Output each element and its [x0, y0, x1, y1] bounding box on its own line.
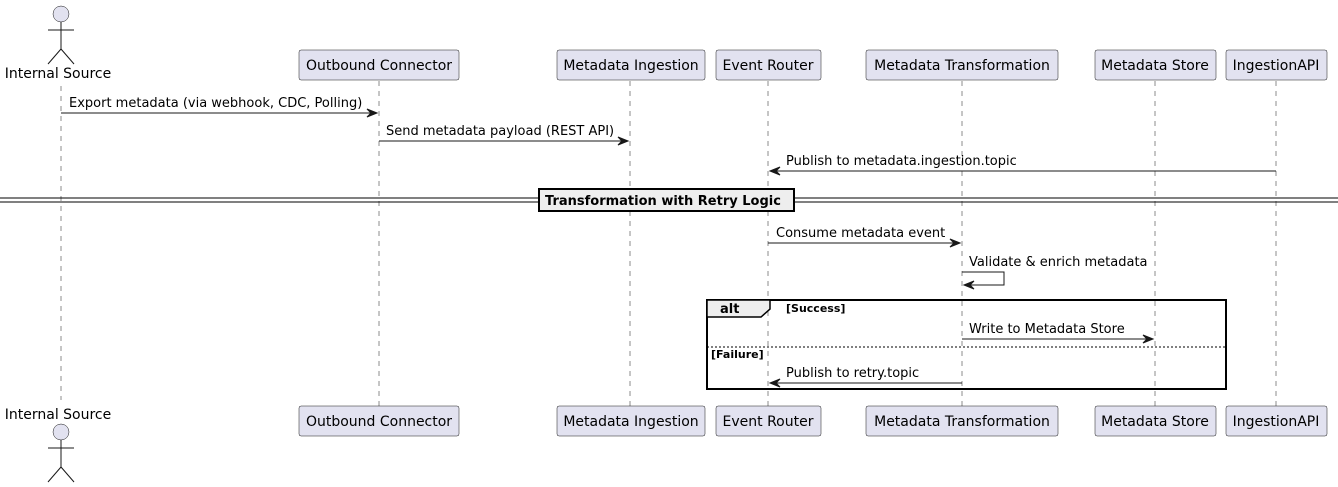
message-publish-retry: Publish to retry.topic [768, 366, 962, 388]
message-label: Validate & enrich metadata [969, 255, 1148, 270]
divider-label: Transformation with Retry Logic [545, 194, 781, 209]
participant-outbound-connector-bottom: Outbound Connector [298, 405, 460, 437]
alt-keyword: alt [720, 302, 739, 317]
participant-outbound-connector-top: Outbound Connector [298, 49, 460, 81]
arrowhead-icon [366, 108, 379, 118]
alt-fragment: alt [Success] [Failure] [706, 299, 1227, 390]
message-label: Publish to metadata.ingestion.topic [786, 154, 1017, 169]
participant-box [298, 405, 460, 437]
participant-label: Event Router [723, 58, 814, 74]
participant-label: Metadata Ingestion [563, 414, 698, 430]
participant-ingestion-api-bottom: IngestionAPI [1225, 405, 1328, 437]
arrowhead-icon [617, 136, 630, 146]
actor-label: Internal Source [5, 66, 112, 82]
participant-box [865, 49, 1059, 81]
participant-box [298, 49, 460, 81]
actor-leg-left [47, 48, 62, 65]
participant-box [1225, 49, 1328, 81]
arrowhead-icon [768, 166, 781, 176]
arrowhead-icon [962, 280, 975, 290]
participant-box [1094, 49, 1217, 81]
arrowhead-icon [768, 378, 781, 388]
participant-label: Metadata Transformation [874, 414, 1050, 430]
actor-head [52, 5, 70, 23]
message-publish-ingestion-topic: Publish to metadata.ingestion.topic [768, 154, 1276, 176]
participant-metadata-ingestion-bottom: Metadata Ingestion [556, 405, 706, 437]
participant-label: Outbound Connector [306, 58, 452, 74]
actor-internal-source-top: Internal Source [5, 5, 112, 82]
actor-leg-right [60, 48, 75, 65]
actor-label: Internal Source [5, 407, 112, 423]
participant-label: Metadata Store [1101, 58, 1209, 74]
participant-label: IngestionAPI [1233, 414, 1320, 430]
alt-frame [706, 299, 1227, 390]
alt-tab [706, 299, 771, 318]
participant-box [715, 405, 822, 437]
participant-metadata-transformation-top: Metadata Transformation [865, 49, 1059, 81]
message-label: Publish to retry.topic [786, 366, 919, 381]
participant-label: Event Router [723, 414, 814, 430]
participant-metadata-transformation-bottom: Metadata Transformation [865, 405, 1059, 437]
participant-box [865, 405, 1059, 437]
message-validate-enrich: Validate & enrich metadata [962, 255, 1148, 290]
participant-label: Metadata Store [1101, 414, 1209, 430]
alt-guard-success: [Success] [786, 302, 845, 315]
participant-metadata-ingestion-top: Metadata Ingestion [556, 49, 706, 81]
alt-guard-failure: [Failure] [711, 348, 764, 361]
participant-label: Metadata Transformation [874, 58, 1050, 74]
participant-box [1094, 405, 1217, 437]
arrowhead-icon [949, 238, 962, 248]
actor-leg-left [47, 466, 62, 483]
participant-box [715, 49, 822, 81]
participant-ingestion-api-top: IngestionAPI [1225, 49, 1328, 81]
lifelines [60, 81, 1277, 406]
participant-box [556, 49, 706, 81]
message-label: Export metadata (via webhook, CDC, Polli… [69, 96, 362, 111]
participant-metadata-store-top: Metadata Store [1094, 49, 1217, 81]
participant-metadata-store-bottom: Metadata Store [1094, 405, 1217, 437]
message-write-store: Write to Metadata Store [962, 322, 1155, 344]
message-consume-event: Consume metadata event [768, 226, 962, 248]
message-arrow-line [962, 271, 1005, 286]
message-export-metadata: Export metadata (via webhook, CDC, Polli… [61, 96, 379, 118]
actor-internal-source-bottom: Internal Source [5, 407, 112, 483]
participant-box [556, 405, 706, 437]
message-label: Send metadata payload (REST API) [386, 124, 614, 139]
arrowhead-icon [1142, 334, 1155, 344]
divider-box [538, 188, 795, 212]
participant-label: IngestionAPI [1233, 58, 1320, 74]
participant-box [1225, 405, 1328, 437]
actor-head [52, 423, 70, 441]
participant-event-router-bottom: Event Router [715, 405, 822, 437]
message-send-payload: Send metadata payload (REST API) [379, 124, 630, 146]
message-label: Write to Metadata Store [969, 322, 1125, 337]
participant-label: Metadata Ingestion [563, 58, 698, 74]
divider-transformation-retry: Transformation with Retry Logic [0, 188, 1338, 212]
message-label: Consume metadata event [776, 226, 945, 241]
actor-leg-right [60, 466, 75, 483]
participant-label: Outbound Connector [306, 414, 452, 430]
participant-event-router-top: Event Router [715, 49, 822, 81]
